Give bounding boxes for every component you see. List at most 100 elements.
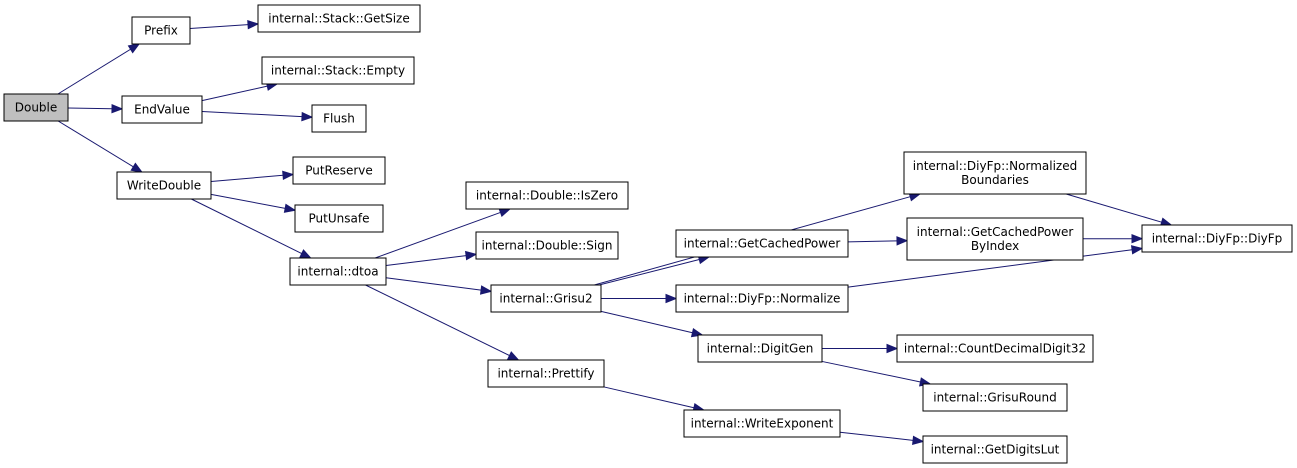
edge-writedouble-to-dtoa [191,198,312,259]
edge-arrowhead [247,19,260,30]
edge-line [839,431,914,441]
node-box [490,284,602,313]
node-double-iszero[interactable]: internal::Double::IsZero [465,181,629,210]
node-box [896,334,1094,363]
edge-arrowhead [665,293,678,304]
node-diyfp-normalize[interactable]: internal::DiyFp::Normalize [675,284,849,313]
edge-dtoa-to-grisu2 [385,277,493,295]
node-box [683,409,841,438]
node-getdigitslut[interactable]: internal::GetDigitsLut [922,435,1068,464]
edge-arrowhead [1131,233,1144,244]
node-writedouble[interactable]: WriteDouble [116,171,212,200]
node-box [922,435,1068,464]
node-label: PutUnsafe [309,212,370,226]
edge-line [385,255,467,267]
edge-line [847,249,1133,288]
node-label: internal::Stack::GetSize [268,12,409,26]
node-label: internal::Grisu2 [499,292,592,306]
node-flush[interactable]: Flush [311,104,367,133]
edge-dtoa-to-double-sign [385,250,478,267]
edge-endvalue-to-flush [201,111,314,122]
node-label: PutReserve [305,164,373,178]
node-label: Prefix [144,24,178,38]
node-label: internal::CountDecimalDigit32 [904,342,1086,356]
node-digitgen[interactable]: internal::DigitGen [697,334,823,363]
edge-digitgen-to-grisuround [821,360,932,387]
node-box [289,257,387,286]
edge-line [374,211,501,259]
edge-line [603,386,695,409]
node-label: ByIndex [971,239,1019,253]
node-box [465,181,629,210]
edge-getcachedpowerbyindex-to-diyfp-diyfp [1082,233,1144,244]
edge-endvalue-to-stack-empty [201,81,279,102]
edge-double-to-prefix [57,43,141,95]
node-diyfp-diyfp[interactable]: internal::DiyFp::DiyFp [1141,224,1293,253]
node-stack-getsize[interactable]: internal::Stack::GetSize [257,4,421,33]
node-label: Boundaries [961,173,1029,187]
node-label: WriteDouble [127,179,201,193]
edge-arrowhead [464,250,478,261]
node-putunsafe[interactable]: PutUnsafe [294,204,384,233]
edge-writedouble-to-putunsafe [210,193,297,213]
edge-dtoa-to-double-iszero [374,208,512,259]
edge-arrowhead [896,236,909,246]
node-label: internal::WriteExponent [691,417,834,431]
edge-digitgen-to-countdecimaldigit32 [822,343,899,354]
edge-double-to-writedouble [57,120,143,173]
edge-line [598,258,700,286]
edge-writeexponent-to-getdigitslut [839,431,925,446]
node-grisuround[interactable]: internal::GrisuRound [922,383,1068,412]
node-prefix[interactable]: Prefix [131,16,191,45]
node-stack-empty[interactable]: internal::Stack::Empty [261,56,415,85]
node-box [903,151,1087,195]
node-label: internal::DiyFp::DiyFp [1152,232,1283,246]
node-writeexponent[interactable]: internal::WriteExponent [683,409,841,438]
node-double-sign[interactable]: internal::Double::Sign [475,231,619,260]
edge-arrowhead [886,343,899,354]
node-label: internal::GetCachedPower [684,237,841,251]
edge-arrowhead [506,351,520,361]
edge-line [847,240,898,243]
node-box [292,156,386,185]
node-grisu2[interactable]: internal::Grisu2 [490,284,602,313]
node-label: internal::GrisuRound [933,391,1057,405]
node-box [906,217,1084,261]
node-box [1141,224,1293,253]
node-label: internal::Double::IsZero [476,189,618,203]
node-dtoa[interactable]: internal::dtoa [289,257,387,286]
edge-line [821,360,921,383]
edge-line [191,198,302,255]
node-box [475,231,619,260]
node-putreserve[interactable]: PutReserve [292,156,386,185]
edge-line [210,174,284,182]
node-countdecimaldigit32[interactable]: internal::CountDecimalDigit32 [896,334,1094,363]
edge-arrowhead [282,170,295,181]
node-getcachedpower[interactable]: internal::GetCachedPower [675,229,849,258]
node-double[interactable]: Double [3,93,69,122]
edge-line [57,48,131,95]
node-prettify[interactable]: internal::Prettify [487,359,605,388]
node-label: internal::dtoa [297,265,378,279]
node-label: internal::Stack::Empty [271,64,405,78]
node-box [3,93,69,122]
node-box [294,204,384,233]
node-endvalue[interactable]: EndValue [121,95,203,124]
edge-grisu2-to-getcachedpower [598,254,711,286]
edge-arrowhead [1130,245,1144,255]
node-label: internal::Double::Sign [482,239,613,253]
edge-diyfp-normalize-to-diyfp-diyfp [847,245,1144,288]
edge-arrowhead [127,43,141,54]
node-box [261,56,415,85]
edge-arrowhead [283,203,297,213]
edge-arrowhead [111,103,124,114]
node-label: internal::DiyFp::Normalize [684,292,841,306]
node-box [257,4,421,33]
node-label: Flush [323,112,355,126]
node-box [675,229,849,258]
edge-arrowhead [299,249,312,259]
